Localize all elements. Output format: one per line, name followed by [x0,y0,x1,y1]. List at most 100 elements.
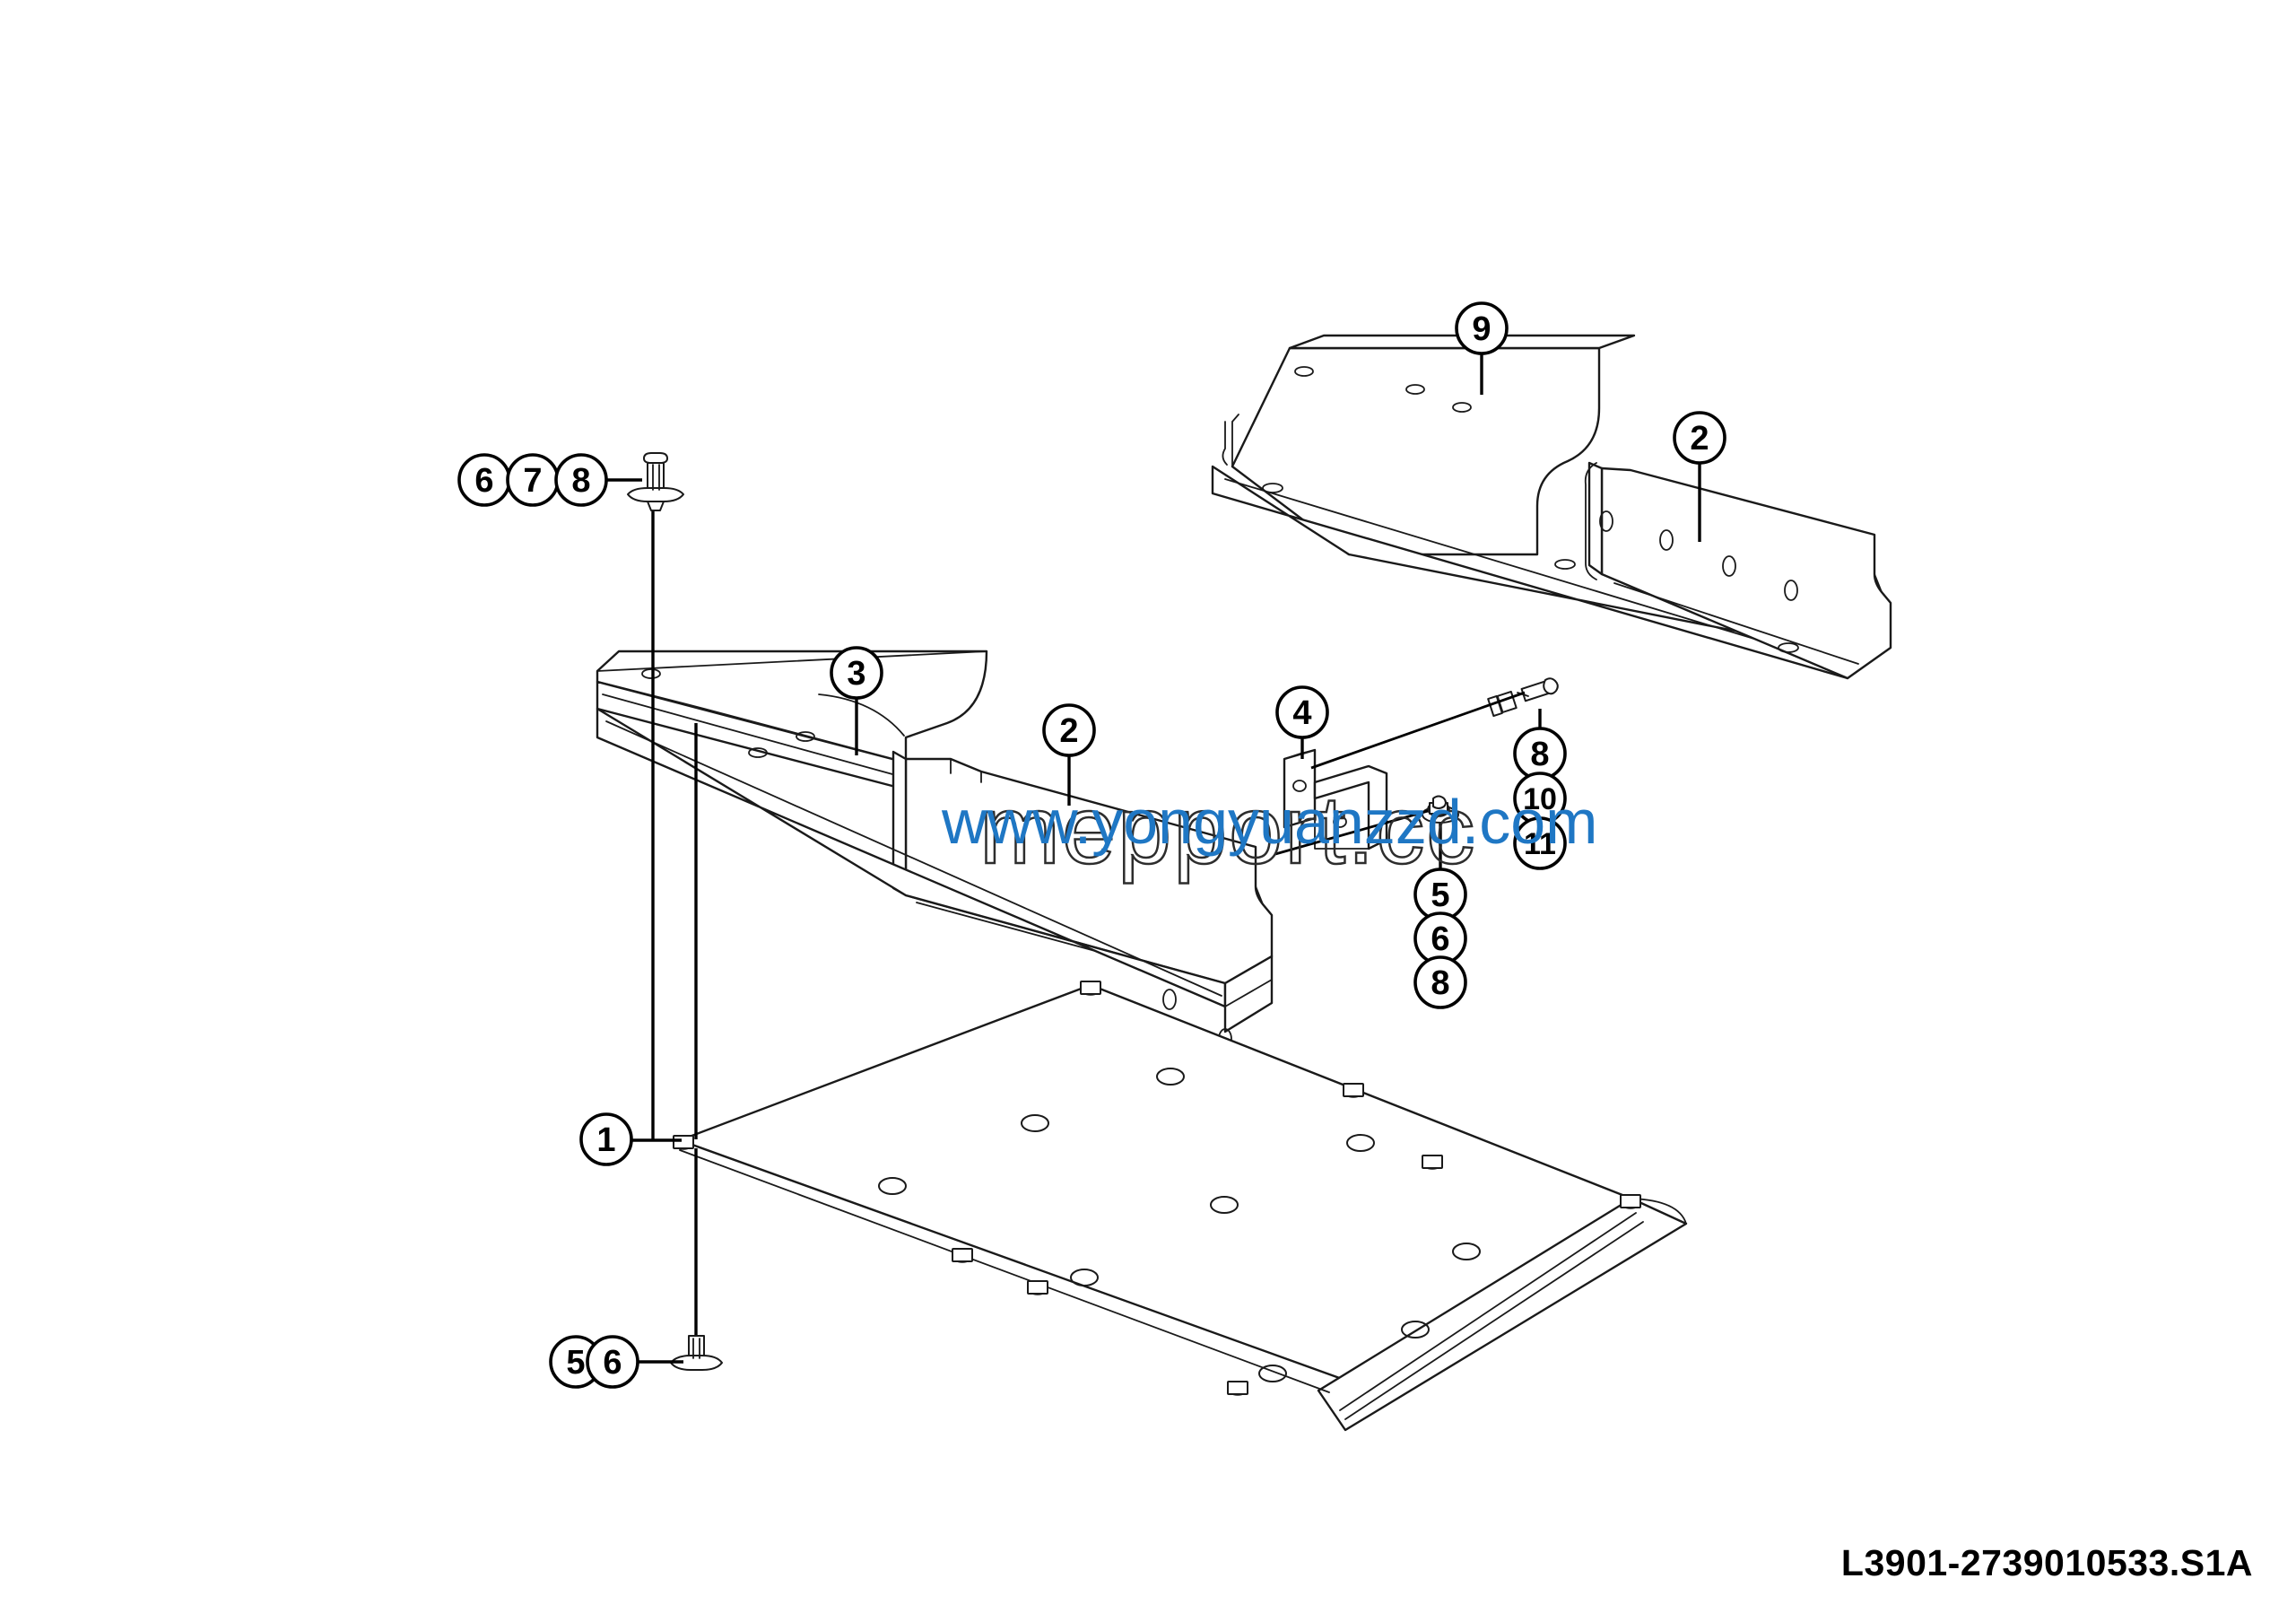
mid-bottom-flange-score [605,720,1222,997]
top-bolt-fastener [627,452,684,511]
balloon-label: 2 [1690,420,1709,458]
upper-panel-right-chamfer [1874,573,1892,604]
balloon-callout-6[interactable]: 6 [457,453,511,507]
tab-bracket-plate [1283,748,1317,829]
rail-flange-hole [1262,483,1283,493]
balloon-label: 4 [1292,694,1311,732]
plate-hole [1070,1269,1099,1286]
balloon-label: 7 [523,462,542,500]
balloon-label: 8 [1431,964,1449,1002]
plate-nut [952,1248,973,1263]
balloon-label: 8 [571,462,590,500]
plate-nut [1080,981,1101,996]
balloon-label: 3 [847,655,865,693]
balloon-callout-2[interactable]: 2 [1673,411,1726,465]
mid-panel-right-leg-edge [1224,979,1273,1007]
plate-nut [1343,1083,1364,1098]
plate-nut [1620,1194,1641,1209]
bottom-bolt-fastener [670,1335,723,1371]
upper-right-bolt-fastener [1487,677,1559,718]
balloon-label: 6 [474,462,493,500]
upper-rail-left-return [1231,414,1239,467]
leader-diagonal-lowbolt [1274,809,1429,856]
mid-panel-hole [1162,989,1177,1010]
bracket-flange-hole [641,668,661,679]
middle-bracket-assembly [596,650,1388,1050]
mid-bracket-flange-edge [596,650,987,672]
panel-flange-hole [1778,642,1799,653]
balloon-callout-10[interactable]: 10 [1513,772,1567,825]
bracket-flange-hole [748,747,768,758]
plate-hole [1452,1243,1481,1260]
upper-panel-bend [1584,462,1597,580]
balloon-callout-6[interactable]: 6 [586,1335,639,1389]
lower-right-bolt-fastener [1422,795,1459,824]
rail-hole [1405,384,1425,395]
drawing-number: L3901-2739010533.S1A [1840,1542,2253,1583]
rail-hole [1294,366,1314,377]
balloon-callout-2[interactable]: 2 [1042,703,1096,757]
lip-score-b [1344,1221,1644,1420]
balloon-callout-8[interactable]: 8 [554,453,608,507]
mid-bracket-top-flange [596,650,988,764]
tab-bracket-top [1283,749,1316,760]
balloon-label: 6 [603,1344,622,1382]
leader-diagonal-tab [1310,691,1526,770]
balloon-circle[interactable] [1413,955,1467,1009]
mid-bracket-notch [818,693,905,737]
plate-hole [1258,1365,1287,1382]
balloon-label: 9 [1472,310,1491,348]
balloon-label: 6 [1431,920,1449,958]
balloon-circle[interactable] [1455,301,1509,355]
balloon-label: 2 [1059,712,1078,750]
balloon-label: 11 [1524,827,1556,861]
balloon-circle[interactable] [1673,411,1726,465]
balloon-circle[interactable] [579,1112,633,1166]
balloon-callout-4[interactable]: 4 [1275,685,1329,739]
balloon-callout-7[interactable]: 7 [506,453,560,507]
balloon-callout-1[interactable]: 1 [579,1112,633,1166]
balloon-label: 5 [1431,876,1449,914]
balloon-circle[interactable] [586,1335,639,1389]
balloon-label: 10 [1523,782,1557,816]
upper-rail-left-edge [1222,421,1228,466]
rail-hole [1452,402,1472,413]
plate-hole [1401,1321,1430,1339]
panel-hole [1784,580,1798,601]
plate-hole [1156,1068,1185,1086]
balloon-callout-9[interactable]: 9 [1455,301,1509,355]
balloon-circle[interactable] [1042,703,1096,757]
bracket-flange-hole [796,731,815,742]
balloon-callout-8[interactable]: 8 [1413,955,1467,1009]
tab-bracket-body [1313,764,1388,850]
bottom-floor-plate [673,981,1688,1432]
plate-hole [1210,1196,1239,1214]
balloon-callout-8[interactable]: 8 [1513,727,1567,780]
balloon-callout-5[interactable]: 5 [549,1335,603,1389]
mid-panel-top-bend [950,758,982,783]
upper-panel-bottom-score [1613,582,1859,665]
plate-nut [1027,1280,1048,1295]
balloon-circle[interactable] [554,453,608,507]
plate-nut [1422,1155,1443,1170]
balloon-circle[interactable] [1275,685,1329,739]
balloon-label: 8 [1530,736,1549,773]
balloon-callout-6[interactable]: 6 [1413,911,1467,965]
rail-flange-hole [1554,559,1576,570]
plate-hole [878,1177,907,1195]
plate-nut [1227,1381,1248,1396]
mid-panel-right-chamfer [1255,885,1273,916]
balloon-label: 1 [596,1121,615,1159]
balloon-callout-3[interactable]: 3 [830,646,883,700]
panel-hole [1722,555,1736,577]
plate-hole [1346,1134,1375,1152]
tab-bracket-edge [1314,798,1370,850]
balloon-callout-11[interactable]: 11 [1513,816,1567,870]
balloon-circle[interactable] [1513,816,1567,870]
lip-score-a [1339,1212,1637,1411]
mid-side-panel [904,757,1274,985]
balloon-circle[interactable] [830,646,883,700]
